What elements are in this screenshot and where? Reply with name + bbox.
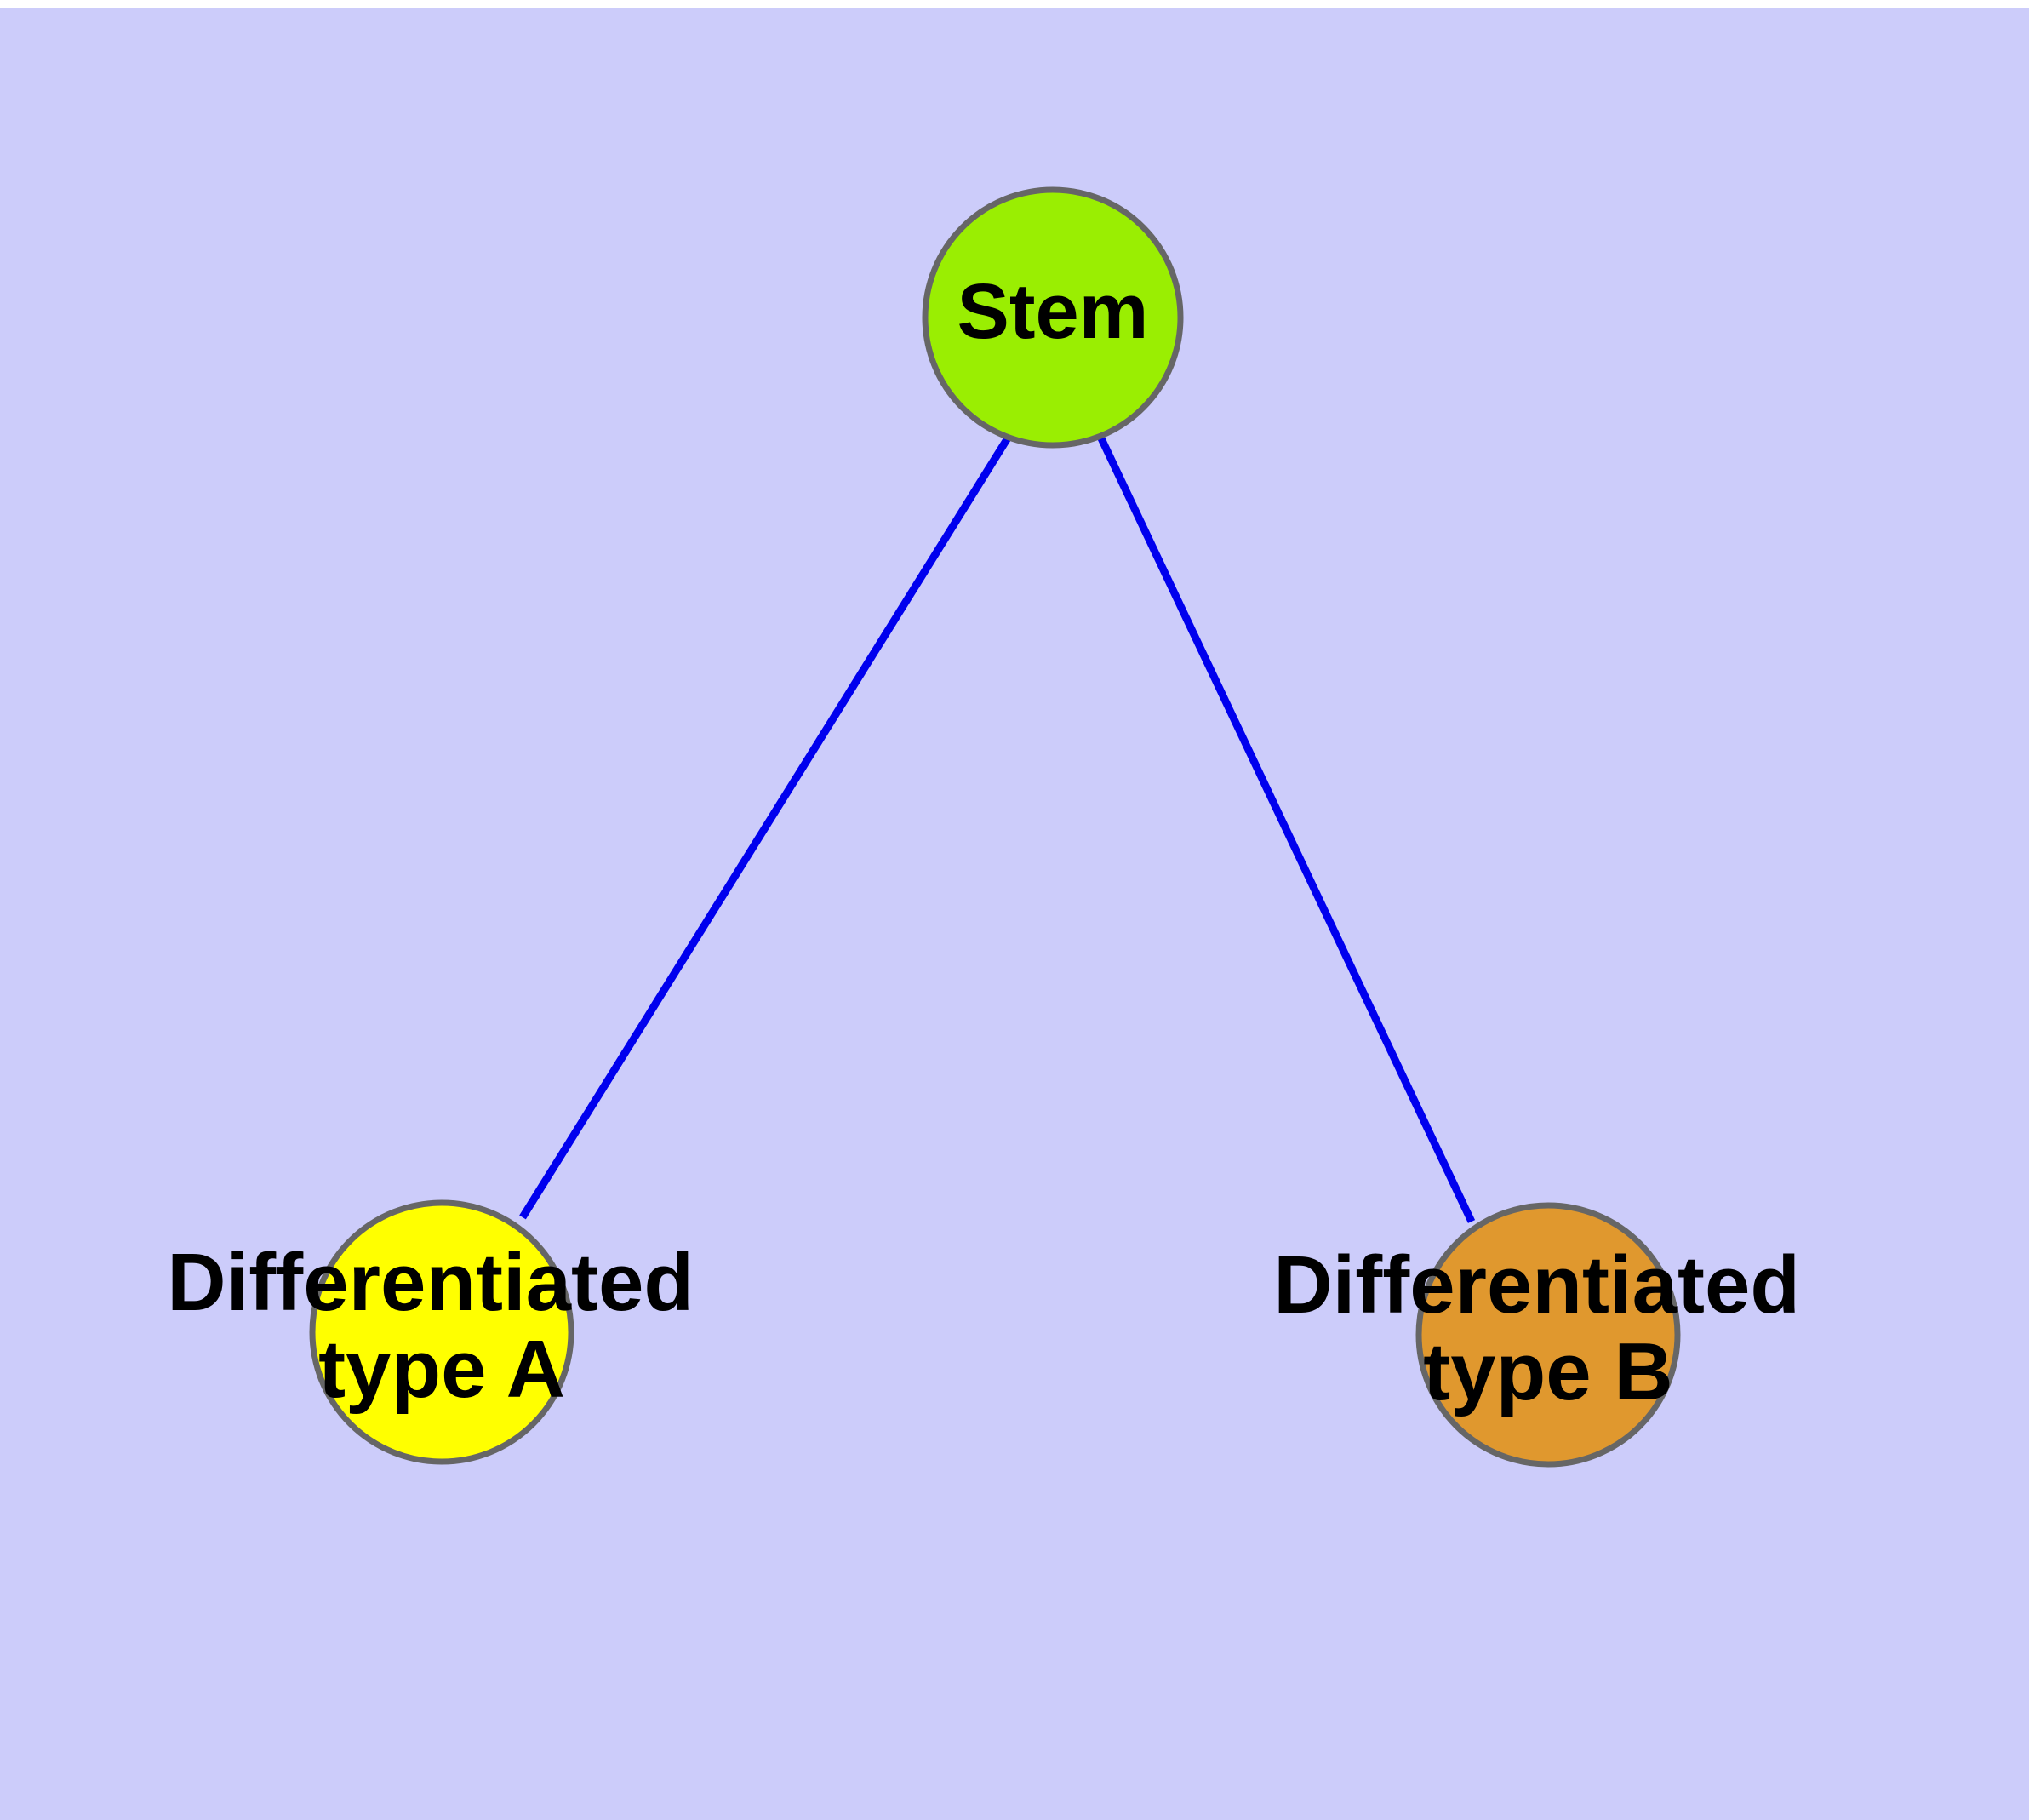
node-label-differentiated-type-b-line-2: type B [1423, 1326, 1672, 1417]
node-differentiated-type-b[interactable] [1415, 1202, 1681, 1468]
node-label-differentiated-type-a: Differentiated type A [167, 1237, 716, 1415]
node-label-differentiated-type-b: Differentiated type B [1273, 1239, 1822, 1417]
labels-layer: Stem Differentiated type A Differentiate… [167, 268, 1822, 1417]
edge-stem-to-differentiated-type-b[interactable] [1096, 435, 1476, 1223]
node-label-differentiated-type-a-line-2: type A [318, 1324, 565, 1415]
node-label-stem-line-1: Stem [957, 268, 1149, 355]
edge-stem-to-differentiated-type-a[interactable] [519, 434, 1012, 1220]
node-differentiated-type-a[interactable] [309, 1199, 574, 1465]
node-label-stem: Stem [957, 268, 1149, 355]
node-label-differentiated-type-b-line-1: Differentiated [1273, 1239, 1800, 1331]
node-stem[interactable] [922, 186, 1184, 449]
edges-layer [519, 434, 1476, 1223]
node-label-differentiated-type-a-line-1: Differentiated [167, 1237, 694, 1328]
nodes-layer [309, 186, 1681, 1468]
